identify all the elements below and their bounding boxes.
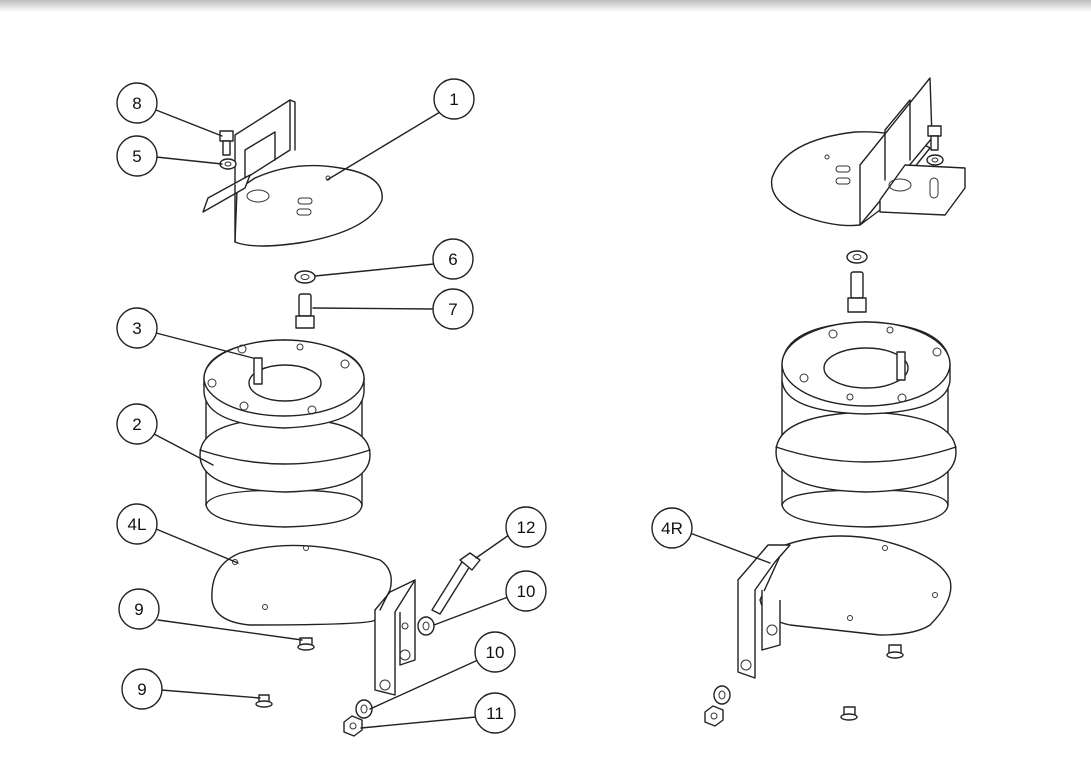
callout-1: 1 bbox=[433, 78, 475, 120]
upper-bracket-right bbox=[770, 77, 966, 227]
callout-label-5: 5 bbox=[132, 147, 141, 166]
callout-7: 7 bbox=[432, 288, 474, 330]
callout-11: 11 bbox=[474, 692, 516, 734]
washer-10b-left bbox=[355, 699, 373, 719]
bumper-9b-right bbox=[840, 706, 858, 721]
callout-label-8: 8 bbox=[132, 94, 141, 113]
callout-label-12: 12 bbox=[517, 518, 536, 537]
callout-label-6: 6 bbox=[448, 250, 457, 269]
nut-11-right bbox=[704, 705, 724, 727]
callout-label-4l: 4L bbox=[128, 515, 147, 534]
upper-bracket-left bbox=[202, 99, 383, 247]
bolt-12-left bbox=[431, 552, 481, 615]
bumper-9b-left bbox=[255, 694, 273, 708]
nut-11-left bbox=[343, 715, 363, 737]
washer-6-left bbox=[294, 270, 316, 284]
callout-label-10a: 10 bbox=[517, 582, 536, 601]
washer-10a-left bbox=[417, 616, 435, 636]
bolt-8-left bbox=[219, 130, 234, 156]
callout-9b: 9 bbox=[121, 668, 163, 710]
bolt-7-left bbox=[295, 293, 315, 329]
window-top-shadow bbox=[0, 0, 1091, 12]
callout-8: 8 bbox=[116, 82, 158, 124]
lower-bracket-4r bbox=[737, 535, 952, 679]
callout-12: 12 bbox=[505, 506, 547, 548]
callout-label-10b: 10 bbox=[486, 643, 505, 662]
callout-label-7: 7 bbox=[448, 300, 457, 319]
callout-6: 6 bbox=[432, 238, 474, 280]
callout-3: 3 bbox=[116, 307, 158, 349]
callout-4l: 4L bbox=[116, 503, 158, 545]
washer-6-right bbox=[846, 250, 868, 264]
callout-label-2: 2 bbox=[132, 415, 141, 434]
callout-5: 5 bbox=[116, 135, 158, 177]
callout-label-11: 11 bbox=[486, 704, 504, 723]
washer-10-right bbox=[713, 685, 731, 705]
washer-5-left bbox=[219, 158, 237, 170]
callout-10b: 10 bbox=[474, 631, 516, 673]
bolt-7-right bbox=[847, 271, 867, 313]
callout-9a: 9 bbox=[118, 588, 160, 630]
bumper-9a-left bbox=[297, 637, 315, 651]
callout-4r: 4R bbox=[651, 507, 693, 549]
air-spring-right bbox=[775, 321, 957, 528]
callout-10a: 10 bbox=[505, 570, 547, 612]
callout-label-9b: 9 bbox=[137, 680, 146, 699]
callout-leaders bbox=[134, 109, 771, 729]
callout-label-9a: 9 bbox=[134, 600, 143, 619]
callout-label-3: 3 bbox=[132, 319, 141, 338]
lower-bracket-4l bbox=[211, 544, 416, 696]
callout-label-4r: 4R bbox=[661, 519, 683, 538]
washer-5-right bbox=[926, 154, 944, 166]
callout-label-1: 1 bbox=[449, 90, 458, 109]
bolt-8-right bbox=[927, 125, 942, 151]
air-spring-left bbox=[199, 339, 371, 528]
bumper-9a-right bbox=[886, 644, 904, 659]
callout-2: 2 bbox=[116, 403, 158, 445]
